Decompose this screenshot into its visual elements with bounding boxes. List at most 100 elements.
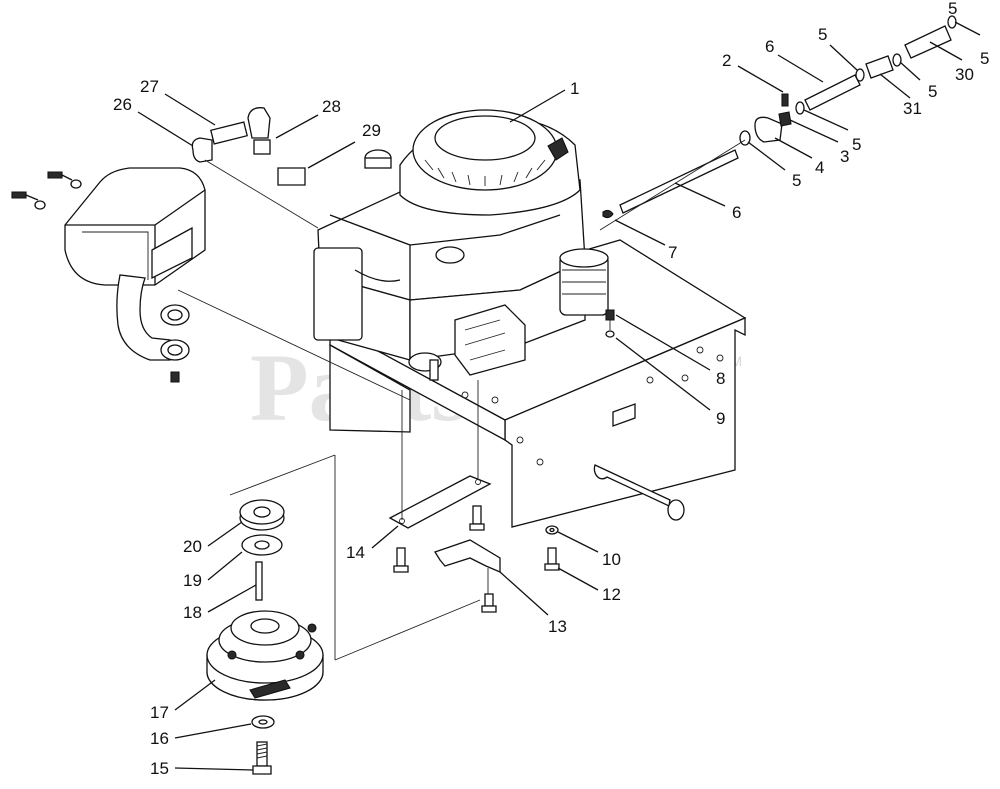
key-18 <box>255 561 263 601</box>
bolt-head <box>469 523 485 531</box>
screw-2 <box>781 93 789 107</box>
engine-side-cover <box>313 247 363 341</box>
leader-5a <box>747 141 786 171</box>
callout-5-lower: 5 <box>792 171 801 190</box>
oil-fill-neck <box>364 157 392 169</box>
callout-10: 10 <box>602 550 621 569</box>
leader-5d <box>899 61 921 81</box>
muffler-screw <box>11 191 27 199</box>
hose-clamp-5 <box>855 68 865 82</box>
drain-plug-8 <box>605 309 615 321</box>
oil-filter-ribs <box>562 269 606 295</box>
leader-12 <box>557 567 599 591</box>
hose-clamp-7 <box>602 209 614 219</box>
fuel-filter-4 <box>754 116 783 143</box>
deck-hole <box>681 374 689 382</box>
callout-6-lower: 6 <box>732 203 741 222</box>
alignment-line <box>229 454 336 496</box>
leader-lines <box>137 21 981 771</box>
callout-17: 17 <box>150 703 169 722</box>
callout-5-end: 5 <box>980 49 989 68</box>
leader-19 <box>207 551 243 581</box>
muffler-washer <box>34 200 46 210</box>
deck-side-plate <box>504 317 746 528</box>
hose-clamp-5 <box>795 101 805 115</box>
leader-29 <box>307 141 356 169</box>
muffler-screw <box>47 171 63 179</box>
callout-3: 3 <box>840 147 849 166</box>
tee-fitting-3 <box>778 111 792 127</box>
callout-28: 28 <box>322 97 341 116</box>
carburetor-detail <box>464 319 506 361</box>
fuel-line-assembly <box>599 15 957 231</box>
callout-27: 27 <box>140 77 159 96</box>
deck-hole <box>536 458 544 466</box>
hose-clamp-5 <box>892 53 902 67</box>
callout-labels: 1 2 3 4 5 5 5 5 5 5 6 6 7 8 9 10 12 13 1… <box>113 0 989 778</box>
washer-19-bore <box>254 540 270 550</box>
bolt-15-head <box>252 765 272 775</box>
alignment-line <box>177 289 411 401</box>
leader-8 <box>615 314 711 371</box>
callout-9: 9 <box>716 409 725 428</box>
leader-31 <box>879 73 911 99</box>
deck-fasteners <box>544 525 560 571</box>
callout-31: 31 <box>903 99 922 118</box>
muffler-screw-shank <box>25 194 39 201</box>
bolt-head <box>481 605 497 613</box>
oil-filter-top <box>559 248 609 268</box>
exhaust-gasket-upper-hole <box>167 309 183 321</box>
callout-5-top: 5 <box>948 0 957 18</box>
leader-3 <box>789 119 839 143</box>
leader-30 <box>929 41 963 61</box>
muffler-washer <box>70 179 82 189</box>
deck-hole <box>516 436 524 444</box>
callout-18: 18 <box>183 603 202 622</box>
callout-15: 15 <box>150 759 169 778</box>
leader-7 <box>614 219 666 246</box>
callout-29: 29 <box>362 121 381 140</box>
callout-13: 13 <box>548 617 567 636</box>
compression-nut-28 <box>253 139 271 155</box>
leader-26 <box>137 111 194 147</box>
leader-16 <box>174 723 252 739</box>
clutch-stud <box>295 650 305 660</box>
elbow-fitting-28 <box>247 107 271 139</box>
callout-6-upper: 6 <box>765 37 774 56</box>
alignment-line <box>599 139 746 231</box>
callout-8: 8 <box>716 369 725 388</box>
bolt-12 <box>547 547 557 565</box>
recoil-starter-fins <box>424 159 546 186</box>
engine-wire <box>354 269 401 282</box>
heat-shield <box>151 226 193 280</box>
leader-27 <box>164 93 216 126</box>
deck-hole <box>716 354 724 362</box>
mounting-brackets <box>388 380 501 613</box>
deck-hole <box>646 376 654 384</box>
bolt-head <box>393 565 409 573</box>
deck-bushing <box>612 403 636 427</box>
callout-26: 26 <box>113 95 132 114</box>
callout-5-upper: 5 <box>818 25 827 44</box>
exhaust-gasket-lower-hole <box>167 344 183 356</box>
nipple-fitting-27 <box>210 121 248 145</box>
callout-7: 7 <box>668 243 677 262</box>
bolt <box>396 547 406 567</box>
callout-19: 19 <box>183 571 202 590</box>
drain-plug-assembly <box>605 309 615 338</box>
washer-9 <box>605 330 615 338</box>
leader-17 <box>174 679 216 711</box>
callout-4: 4 <box>815 158 824 177</box>
callout-5-valve: 5 <box>928 82 937 101</box>
washer-10-bore <box>549 527 555 533</box>
fuel-hose-6-upper <box>804 74 861 111</box>
muffler-body <box>64 167 206 286</box>
callout-12: 12 <box>602 585 621 604</box>
leader-6b <box>674 182 726 207</box>
leader-20 <box>207 521 243 547</box>
engine-plug <box>435 246 465 264</box>
leader-10 <box>557 531 599 553</box>
elbow-fitting-26 <box>191 137 213 163</box>
leader-5f <box>954 21 981 36</box>
